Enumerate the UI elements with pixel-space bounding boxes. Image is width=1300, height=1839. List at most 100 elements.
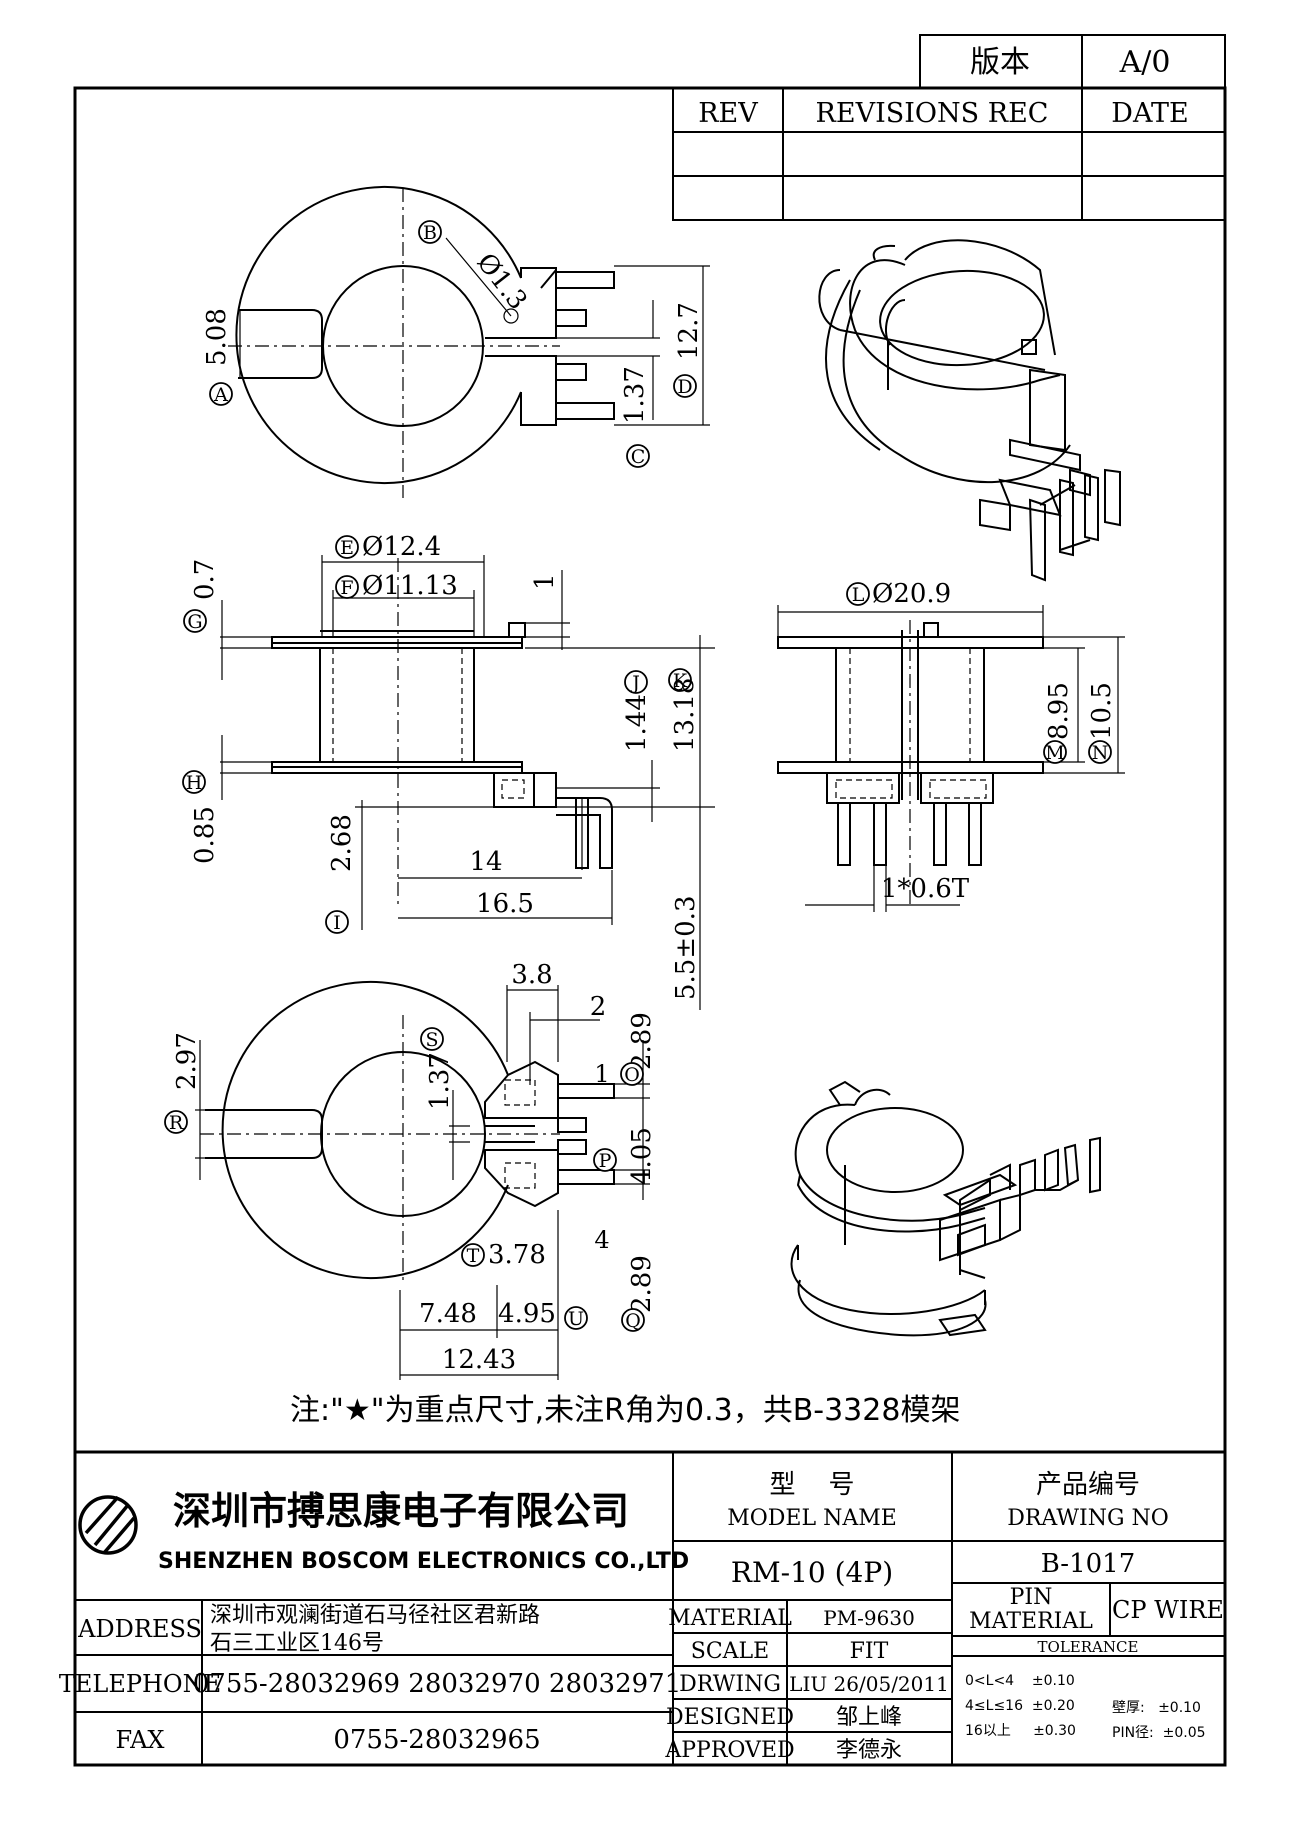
tolerance-pin-dia: PIN径: ±0.05 [1112, 1725, 1206, 1741]
version-box: 版本 A/0 [919, 34, 1226, 89]
tolerance-row-1: 0<L<4 ±0.10 [965, 1673, 1075, 1689]
label-B-circle [418, 220, 442, 244]
top-view-dims: B Ø1.3 5.08 A 12.7 D 1.37 C [202, 220, 704, 468]
pin-label-top: PIN [1010, 1585, 1053, 1610]
label-R-circle [164, 1110, 188, 1134]
label-P-circle [593, 1148, 617, 1172]
label-S-circle [420, 1027, 444, 1051]
front-view-dims: L Ø20.9 8.95 M 10.5 N 1*0.6T [777, 579, 1125, 912]
svg-text:B: B [423, 222, 437, 244]
svg-text:7.48: 7.48 [419, 1299, 477, 1329]
title-block [75, 1450, 1225, 1765]
svg-text:16.5: 16.5 [476, 889, 534, 919]
drawing-label-cn: 产品编号 [1036, 1470, 1140, 1500]
bottom-view [200, 981, 615, 1285]
front-view [777, 620, 1044, 905]
svg-text:C: C [631, 446, 646, 468]
label-O-circle [620, 1062, 644, 1086]
svg-text:0.7: 0.7 [190, 559, 220, 600]
svg-text:1: 1 [594, 1060, 609, 1088]
address-label: ADDRESS [77, 1615, 202, 1643]
svg-text:4.95: 4.95 [498, 1299, 556, 1329]
drawing-label-en: DRAWING NO [1007, 1506, 1169, 1531]
telephone-label: TELEPHONE [59, 1670, 221, 1698]
svg-text:L: L [852, 584, 865, 606]
telephone-value: 0755-28032969 28032970 28032971 [193, 1669, 682, 1699]
svg-text:T: T [467, 1245, 480, 1267]
svg-text:1*0.6T: 1*0.6T [881, 874, 970, 904]
svg-text:Ø1.3: Ø1.3 [470, 248, 532, 316]
svg-text:0.85: 0.85 [190, 806, 220, 864]
svg-text:10.5: 10.5 [1087, 682, 1117, 740]
label-C-circle [626, 444, 650, 468]
svg-text:8.95: 8.95 [1044, 682, 1074, 740]
svg-text:3.8: 3.8 [511, 960, 552, 990]
pin-material-value: CP WIRE [1112, 1596, 1224, 1624]
address-line-1: 深圳市观澜街道石马径社区君新路 [210, 1603, 540, 1628]
svg-text:2.89: 2.89 [627, 1255, 657, 1313]
svg-text:Ø11.13: Ø11.13 [362, 571, 458, 601]
svg-text:H: H [186, 772, 203, 794]
company-name-en: SHENZHEN BOSCOM ELECTRONICS CO.,LTD [158, 1549, 689, 1574]
model-label-en: MODEL NAME [727, 1506, 897, 1531]
drawing-note: 注:"★"为重点尺寸,未注R角为0.3，共B-3328模架 [290, 1393, 960, 1428]
label-M-circle [1043, 740, 1067, 764]
company-name-cn: 深圳市搏思康电子有限公司 [173, 1489, 629, 1533]
svg-text:5.5±0.3: 5.5±0.3 [671, 896, 701, 1000]
svg-text:G: G [187, 611, 202, 633]
tolerance-row-2: 4≤L≤16 ±0.20 [965, 1698, 1075, 1714]
label-J-circle [624, 670, 648, 694]
version-label: 版本 [970, 45, 1030, 80]
sheet-border [73, 86, 1227, 1767]
scale-label: SCALE [691, 1639, 769, 1664]
version-value: A/0 [1119, 45, 1171, 80]
model-value: RM-10 (4P) [731, 1556, 893, 1589]
bottom-view-dims: 3.8 2 2.89 O 1 P 4.05 4 2.89 Q S 1.37 2.… [164, 960, 657, 1380]
tolerance-title: TOLERANCE [1038, 1638, 1139, 1656]
svg-text:13.18: 13.18 [670, 678, 700, 752]
side-view-dims: E Ø12.4 F Ø11.13 0.7 G 1 K 13.18 J 1.44 … [182, 532, 715, 1010]
svg-text:F: F [340, 577, 353, 599]
label-Q-circle [621, 1308, 645, 1332]
svg-text:D: D [677, 376, 692, 398]
svg-text:14: 14 [469, 847, 502, 877]
label-D-circle [673, 374, 697, 398]
svg-text:Q: Q [625, 1310, 641, 1332]
svg-text:R: R [169, 1112, 184, 1134]
company-logo [78, 1495, 138, 1555]
svg-text:2.89: 2.89 [627, 1012, 657, 1070]
svg-text:2.68: 2.68 [327, 814, 357, 872]
material-value: PM-9630 [823, 1606, 915, 1630]
svg-text:2.97: 2.97 [172, 1032, 202, 1090]
drwing-value: LIU 26/05/2011 [789, 1672, 949, 1696]
svg-text:I: I [333, 912, 341, 934]
fax-label: FAX [116, 1726, 165, 1754]
designed-value: 邹上峰 [836, 1705, 902, 1730]
svg-text:12.7: 12.7 [674, 302, 704, 360]
approved-label: APPROVED [664, 1738, 794, 1763]
label-N-circle [1088, 740, 1112, 764]
svg-text:U: U [568, 1308, 584, 1330]
svg-text:N: N [1092, 742, 1109, 764]
svg-text:1.37: 1.37 [425, 1052, 455, 1110]
label-T-circle [461, 1243, 485, 1267]
pin-label-bottom: MATERIAL [969, 1609, 1093, 1634]
svg-text:Ø12.4: Ø12.4 [362, 532, 441, 562]
svg-text:1.44: 1.44 [622, 694, 652, 752]
side-view [271, 558, 613, 905]
svg-text:3.78: 3.78 [488, 1240, 546, 1270]
svg-text:12.43: 12.43 [442, 1345, 516, 1375]
iso-view-1 [818, 239, 1121, 582]
label-U-circle [564, 1306, 588, 1330]
label-E-circle [335, 535, 359, 559]
fax-value: 0755-28032965 [333, 1725, 540, 1755]
svg-text:4: 4 [594, 1226, 609, 1254]
svg-text:E: E [340, 537, 354, 559]
svg-text:P: P [599, 1150, 612, 1172]
drawing-value: B-1017 [1041, 1549, 1136, 1579]
tolerance-wall: 壁厚: ±0.10 [1112, 1700, 1201, 1716]
svg-text:2: 2 [590, 992, 607, 1022]
svg-text:5.08: 5.08 [202, 308, 232, 366]
label-A-circle [209, 382, 233, 406]
revisions-table: REV REVISIONS REC DATE [672, 87, 1226, 221]
